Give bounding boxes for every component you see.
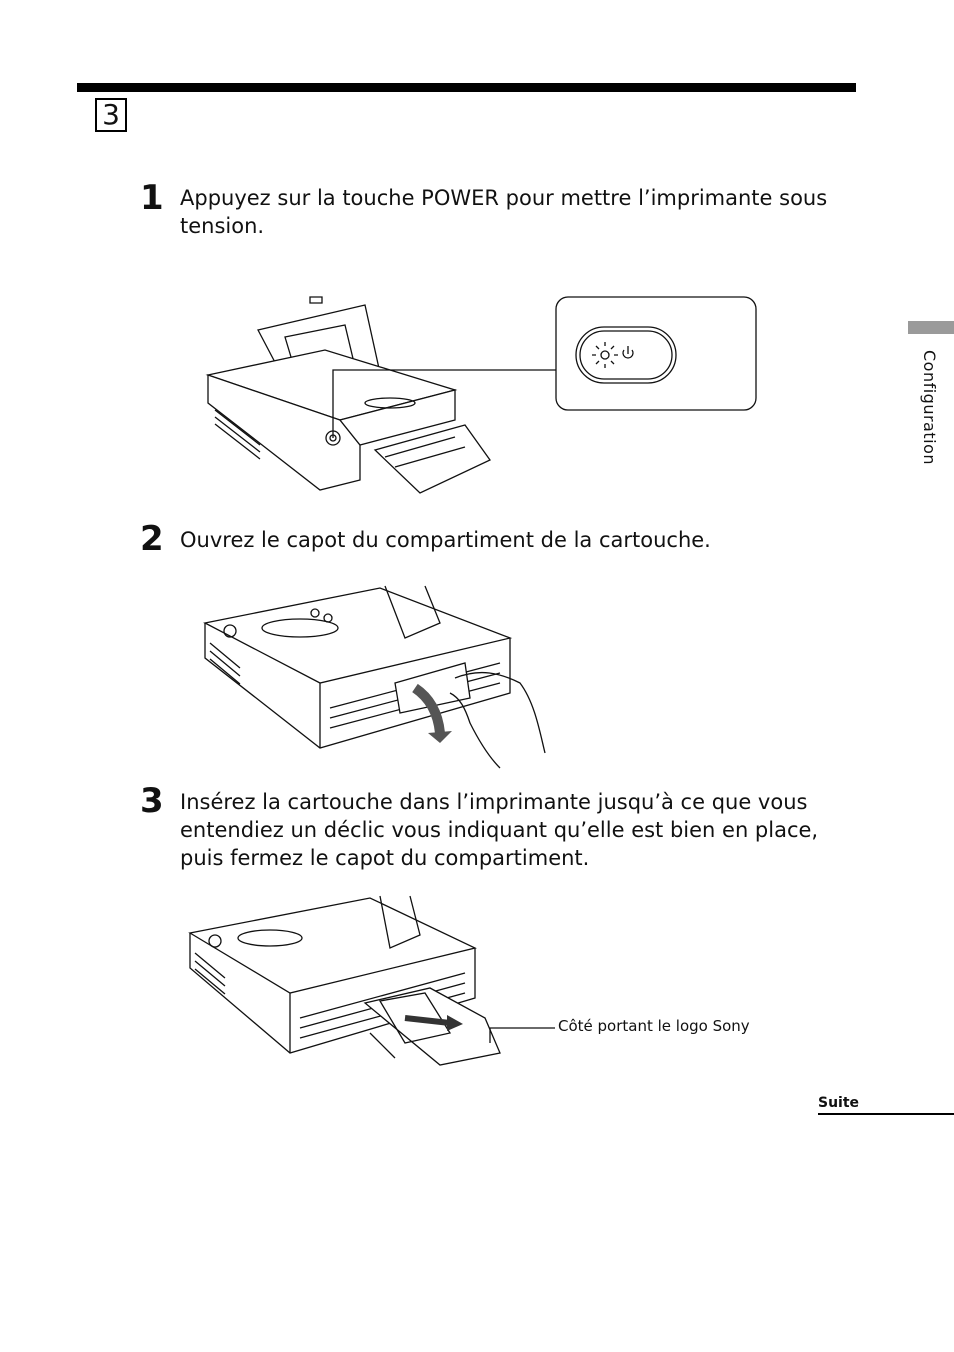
step-2-text: Ouvrez le capot du compartiment de la ca… bbox=[180, 528, 711, 552]
power-icon bbox=[592, 342, 633, 368]
side-tab-label: Configuration bbox=[920, 350, 939, 466]
step-1-number: 1 bbox=[140, 178, 164, 218]
top-rule bbox=[77, 83, 856, 92]
printer-power-illustration bbox=[200, 295, 760, 500]
step-2-number: 2 bbox=[140, 519, 164, 559]
insert-cartridge-illustration bbox=[185, 893, 555, 1073]
sony-logo-side-caption: Côté portant le logo Sony bbox=[558, 1017, 750, 1035]
section-number-box: 3 bbox=[95, 98, 127, 132]
step-3-text: Insérez la cartouche dans l’imprimante j… bbox=[180, 790, 819, 870]
open-cover-illustration bbox=[200, 583, 545, 768]
continue-label: Suite bbox=[818, 1095, 860, 1111]
step-3-number: 3 bbox=[140, 781, 164, 821]
continue-rule bbox=[818, 1113, 954, 1115]
step-1-text: Appuyez sur la touche POWER pour mettre … bbox=[180, 186, 828, 238]
side-tab-marker bbox=[908, 321, 954, 334]
